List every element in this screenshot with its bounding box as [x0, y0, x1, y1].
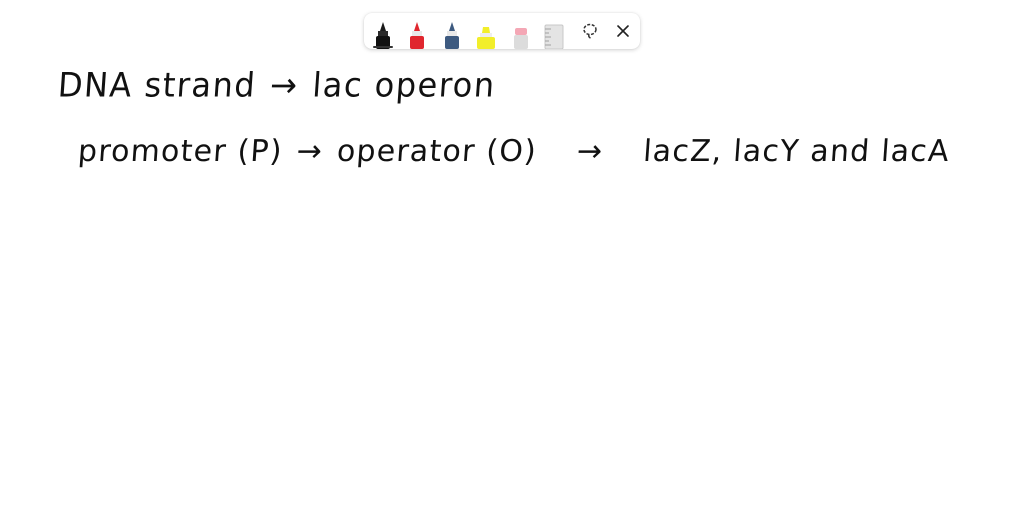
drawing-toolbar [364, 13, 640, 49]
note-arrow: → [268, 65, 300, 105]
note-text-lac-operon: lac operon [311, 65, 498, 105]
note-text-operator: operator (O) [335, 134, 539, 169]
note-text-lac-genes: lacZ, lacY and lacA [642, 134, 951, 169]
highlighter-tool[interactable] [473, 13, 499, 49]
ruler-icon [544, 24, 564, 49]
close-button[interactable] [613, 21, 633, 41]
note-line-2: promoter (P) → operator (O) → lacZ, lacY and… [77, 134, 951, 169]
lasso-select-icon [583, 23, 597, 39]
ruler-tool[interactable] [541, 13, 567, 49]
blue-pen-icon [445, 22, 459, 49]
close-icon [617, 25, 629, 37]
note-arrow: → [575, 134, 605, 169]
eraser-tool[interactable] [508, 13, 534, 49]
blue-pen-tool[interactable] [439, 13, 465, 49]
note-text-dna-strand: DNA strand [56, 65, 258, 105]
note-text-promoter: promoter (P) [76, 134, 284, 169]
note-arrow: → [295, 134, 325, 169]
highlighter-icon [477, 27, 495, 49]
red-pen-icon [410, 22, 424, 49]
black-pen-tool[interactable] [370, 13, 396, 49]
red-pen-tool[interactable] [404, 13, 430, 49]
note-line-1: DNA strand→ lac operon [57, 65, 497, 105]
lasso-select-button[interactable] [580, 21, 600, 41]
eraser-icon [514, 28, 528, 49]
black-pen-icon [376, 22, 390, 49]
